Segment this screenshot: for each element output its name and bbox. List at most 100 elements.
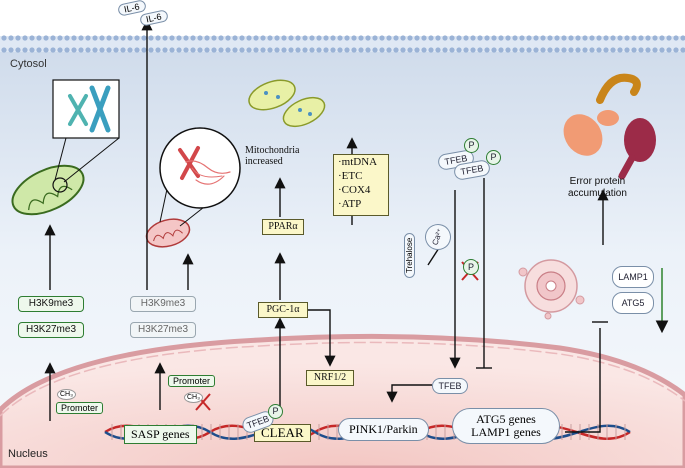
membrane-lipid [351,35,357,41]
membrane-lipid [596,35,602,41]
membrane-lipid [540,47,546,53]
membrane-lipid [351,47,357,53]
membrane-lipid [568,47,574,53]
membrane-lipid [323,35,329,41]
membrane-lipid [337,47,343,53]
mito-targets-box: ·mtDNA ·ETC ·COX4 ·ATP [333,154,389,216]
membrane-lipid [281,47,287,53]
membrane-lipid [246,47,252,53]
membrane-lipid [253,35,259,41]
membrane-lipid [358,35,364,41]
membrane-lipid [498,47,504,53]
pgc1a-box: PGC-1α [258,302,308,318]
membrane-lipid [421,35,427,41]
membrane-lipid [323,47,329,53]
h3k9me3-active: H3K9me3 [18,296,84,312]
atg5-badge: ATG5 [612,292,654,314]
membrane-lipid [610,35,616,41]
membrane-lipid [659,47,665,53]
membrane-lipid [225,35,231,41]
membrane-lipid [365,47,371,53]
membrane-lipid [197,47,203,53]
membrane-lipid [1,47,7,53]
membrane-lipid [582,35,588,41]
membrane-lipid [463,47,469,53]
membrane-lipid [519,47,525,53]
membrane-lipid [680,47,685,53]
membrane-lipid [673,35,679,41]
membrane-lipid [589,35,595,41]
membrane-lipid [575,47,581,53]
membrane-lipid [456,35,462,41]
membrane-lipid [246,35,252,41]
promoter-right: Promoter [168,375,216,387]
membrane-lipid [666,47,672,53]
membrane-lipid [400,47,406,53]
membrane-lipid [554,47,560,53]
membrane-lipid [547,35,553,41]
membrane-lipid [106,35,112,41]
membrane-lipid [141,47,147,53]
membrane-lipid [330,35,336,41]
membrane-lipid [358,47,364,53]
nucleus-label: Nucleus [8,448,48,460]
tfeb-nuclear: TFEB [432,378,468,394]
membrane-lipid [120,47,126,53]
membrane-lipid [148,47,154,53]
membrane-lipid [302,47,308,53]
membrane-lipid [295,35,301,41]
membrane-lipid [491,35,497,41]
membrane-lipid [449,47,455,53]
ch3-badge: CH₃ [184,392,203,403]
phospho-p-badge: P [486,150,501,165]
membrane-lipid [36,35,42,41]
membrane-lipid [666,35,672,41]
membrane-lipid [533,47,539,53]
ppara-box: PPARα [262,219,304,235]
membrane-lipid [92,35,98,41]
membrane-lipid [386,47,392,53]
protein-aggregate-icon [563,73,656,180]
membrane-lipid [589,47,595,53]
membrane-lipid [57,47,63,53]
membrane-lipid [554,35,560,41]
membrane-lipid [267,35,273,41]
membrane-lipid [1,35,7,41]
membrane-lipid [393,47,399,53]
membrane-lipid [407,35,413,41]
membrane-lipid [344,47,350,53]
membrane-lipid [484,47,490,53]
membrane-lipid [225,47,231,53]
membrane-lipid [183,47,189,53]
membrane-lipid [71,47,77,53]
membrane-lipid [575,35,581,41]
membrane-lipid [659,35,665,41]
membrane-lipid [127,35,133,41]
lamp1-badge: LAMP1 [612,266,654,288]
membrane-lipid [134,47,140,53]
membrane-lipid [428,35,434,41]
membrane-lipid [85,35,91,41]
membrane-lipid [78,35,84,41]
membrane-lipid [316,47,322,53]
membrane-lipid [239,35,245,41]
membrane-lipid [337,35,343,41]
membrane-lipid [631,47,637,53]
membrane-lipid [232,47,238,53]
membrane-lipid [645,35,651,41]
membrane-lipid [22,47,28,53]
cytosol-label: Cytosol [10,58,47,70]
membrane-lipid [295,47,301,53]
membrane-lipid [372,35,378,41]
membrane-lipid [190,35,196,41]
membrane-lipid [596,47,602,53]
membrane-lipid [617,47,623,53]
membrane-lipid [477,47,483,53]
membrane-lipid [29,47,35,53]
h3k27me3-faded: H3K27me3 [130,322,196,338]
magnifier-circle-icon [52,137,120,193]
membrane-lipid [64,47,70,53]
membrane-lipid [330,47,336,53]
phospho-p-badge: P [463,259,479,275]
